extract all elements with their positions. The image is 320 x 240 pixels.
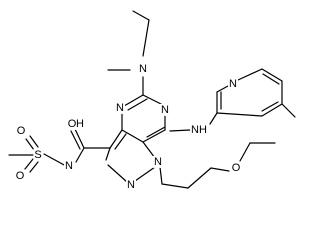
- atom-n-pyrimidine-upper: N: [161, 104, 169, 116]
- bond: [75, 147, 85, 163]
- label-halo: [138, 62, 149, 75]
- bond: [43, 153, 67, 167]
- bond: [261, 68, 283, 82]
- bond-lines: [8, 10, 296, 189]
- bond: [70, 130, 81, 150]
- bond: [146, 126, 166, 138]
- atom-o-carbonyl: O: [68, 118, 77, 130]
- bond: [109, 129, 123, 149]
- atom-labels: N N N NH N N N O H N S O O O: [16, 63, 241, 191]
- label-halo: [33, 148, 43, 161]
- bond: [142, 141, 156, 159]
- bond: [281, 103, 296, 118]
- label-halo: [228, 77, 239, 90]
- bond: [161, 183, 189, 189]
- atom-n-pyrazole-2: N: [127, 179, 135, 191]
- bond: [142, 19, 150, 57]
- label-halos: [14, 62, 242, 191]
- label-halo: [115, 101, 126, 114]
- bond: [261, 103, 283, 117]
- label-halo: [75, 117, 86, 130]
- bond: [123, 94, 144, 107]
- atom-n-dimethylamino: N: [139, 63, 147, 75]
- label-halo: [190, 123, 208, 136]
- bond: [74, 128, 85, 149]
- bond: [25, 138, 35, 151]
- bond: [107, 164, 128, 183]
- bond: [169, 129, 191, 132]
- label-halo: [66, 117, 78, 130]
- bond: [24, 158, 34, 170]
- bond: [216, 85, 229, 93]
- bond: [262, 73, 280, 85]
- bond: [132, 10, 150, 21]
- atom-n-pyrimidine-lower: N: [116, 102, 124, 114]
- atom-nh-anilino: NH: [191, 124, 207, 136]
- atom-h-amide: H: [76, 118, 84, 130]
- label-halo: [14, 169, 26, 182]
- bond: [134, 166, 156, 182]
- label-halo: [15, 124, 27, 137]
- atom-o-sulfonyl-top: O: [17, 125, 26, 137]
- atom-n-pyrazole-1: N: [154, 156, 162, 168]
- bond: [29, 161, 39, 173]
- structure-diagram: N N N NH N N N O H N S O O O: [8, 10, 296, 191]
- bond: [210, 167, 230, 172]
- label-halo: [126, 178, 137, 191]
- atom-s-sulfonyl: S: [34, 149, 41, 161]
- bond: [209, 112, 218, 125]
- label-halo: [230, 161, 242, 174]
- label-halo: [160, 103, 171, 116]
- bond: [29, 135, 39, 148]
- label-halo: [64, 159, 75, 172]
- bond: [237, 68, 263, 81]
- bond: [121, 129, 144, 143]
- label-halo: [153, 155, 164, 168]
- bond: [159, 166, 163, 185]
- bond: [105, 147, 111, 161]
- bond: [261, 101, 279, 112]
- atom-n-pyridine: N: [229, 78, 237, 90]
- bond: [127, 98, 148, 111]
- bond: [142, 129, 166, 143]
- molecule-drawing: N N N NH N N N O H N S O O O: [8, 10, 296, 191]
- bond: [239, 142, 251, 162]
- atom-o-sulfonyl-bottom: O: [16, 170, 25, 182]
- bond: [114, 133, 127, 150]
- atom-o-ether: O: [232, 162, 241, 174]
- bond: [187, 167, 212, 189]
- bond: [216, 112, 263, 117]
- atom-n-amide: N: [65, 160, 73, 172]
